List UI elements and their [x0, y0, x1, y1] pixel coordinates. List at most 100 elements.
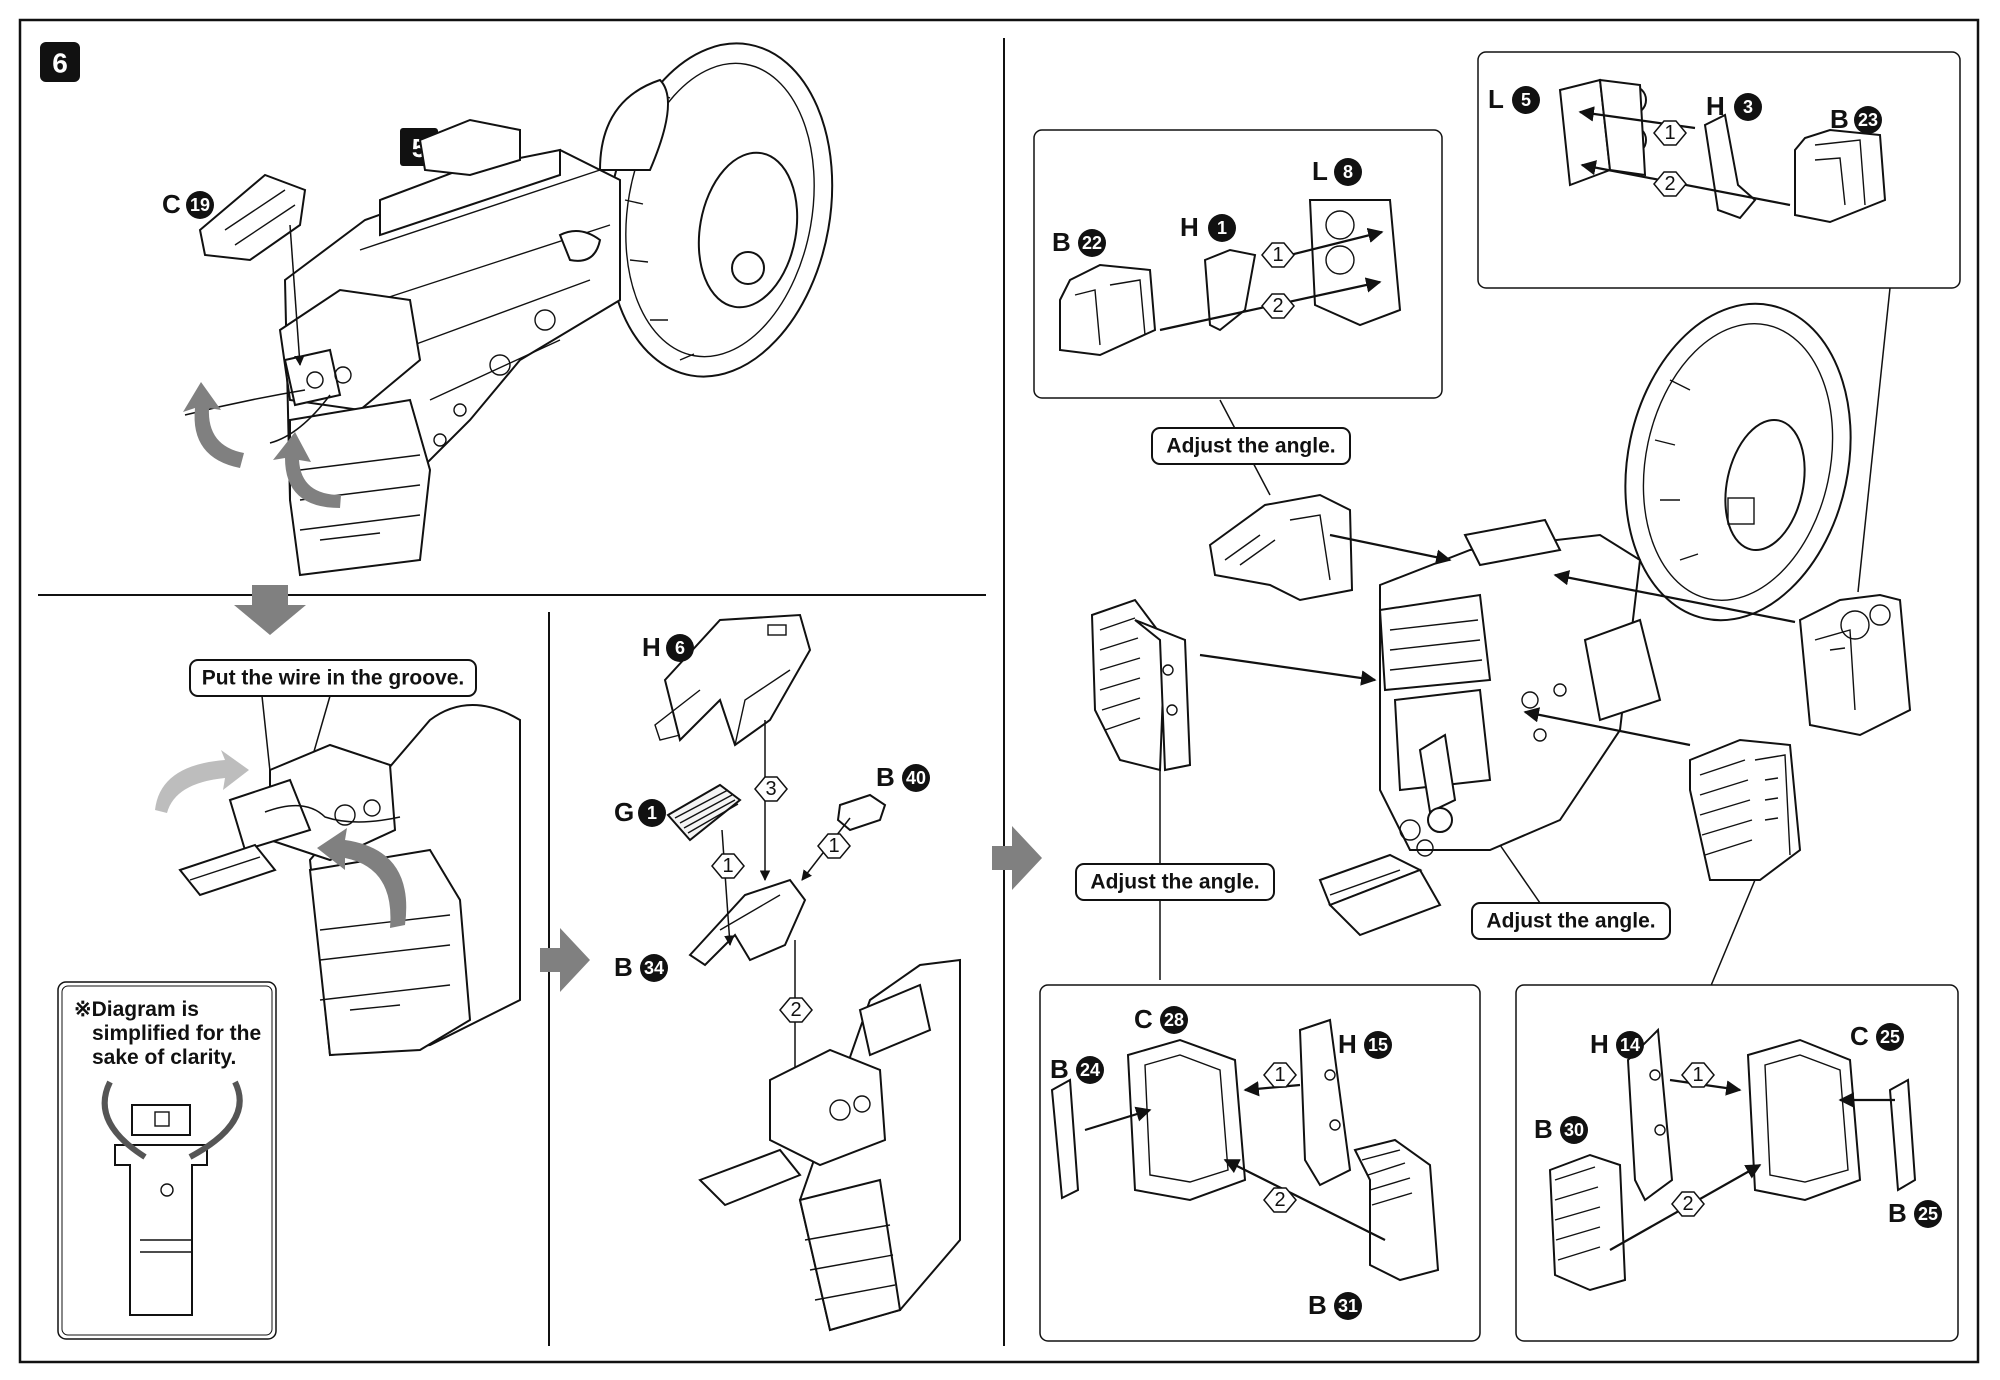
step-number: 6	[52, 48, 68, 79]
down-arrow	[234, 585, 306, 635]
svg-text:simplified for the: simplified for the	[92, 1022, 261, 1045]
svg-text:5: 5	[1521, 90, 1531, 110]
label-g1: G 1	[614, 797, 666, 827]
step-marker-3: 3	[754, 776, 788, 802]
svg-text:H: H	[1180, 212, 1199, 242]
label-b34: B 34	[614, 952, 668, 982]
part-c19-piece	[198, 173, 307, 262]
svg-text:B: B	[1534, 1114, 1553, 1144]
svg-text:B: B	[1830, 104, 1849, 134]
label-h15: H 15	[1338, 1029, 1392, 1059]
svg-text:14: 14	[1620, 1035, 1640, 1055]
svg-text:15: 15	[1368, 1035, 1388, 1055]
svg-text:23: 23	[1858, 110, 1878, 130]
callout-adjust-angle-1: Adjust the angle.	[1151, 427, 1351, 465]
step-marker-1b: 1	[817, 833, 851, 859]
arrow-c19-insert	[289, 224, 305, 367]
curved-arrow-left	[183, 382, 244, 468]
detail-box-top-right	[1477, 51, 1961, 289]
svg-text:1: 1	[1274, 1064, 1285, 1086]
detail-box-bottom-left	[1039, 984, 1481, 1342]
label-h1: H 1	[1180, 212, 1236, 242]
curved-arrow-dark	[317, 828, 407, 928]
svg-text:30: 30	[1564, 1120, 1584, 1140]
step-marker-box4-1: 1	[1681, 1062, 1715, 1088]
svg-text:L: L	[1488, 84, 1504, 114]
svg-text:1: 1	[647, 803, 657, 823]
label-b30: B 30	[1534, 1114, 1588, 1144]
arrow-step1-g	[721, 829, 735, 947]
svg-text:Adjust the angle.: Adjust the angle.	[1090, 871, 1259, 894]
svg-text:22: 22	[1082, 233, 1102, 253]
label-b25: B 25	[1888, 1198, 1942, 1228]
outer-frame	[18, 18, 1980, 1364]
exploded-fins-left	[1090, 598, 1192, 772]
label-l8: L 8	[1312, 156, 1362, 186]
label-b23: B 23	[1830, 104, 1882, 134]
part-g1-piece	[666, 783, 742, 842]
svg-text:1: 1	[722, 855, 733, 877]
label-b22: B 22	[1052, 227, 1106, 257]
svg-text:G: G	[614, 797, 634, 827]
step-number-badge: 6	[40, 42, 80, 82]
svg-text:1: 1	[1664, 122, 1675, 144]
main-assembly-right	[1318, 302, 1852, 937]
head-assembly-body	[698, 958, 961, 1332]
svg-text:2: 2	[790, 999, 801, 1021]
label-c19: C 19	[162, 189, 214, 219]
svg-text:3: 3	[1743, 97, 1753, 117]
svg-text:6: 6	[675, 638, 685, 658]
label-h14: H 14	[1590, 1029, 1644, 1059]
svg-text:L: L	[1312, 156, 1328, 186]
svg-text:40: 40	[906, 768, 926, 788]
svg-text:H: H	[1706, 91, 1725, 121]
arrow-assembly-4	[1523, 707, 1691, 747]
svg-text:19: 19	[190, 195, 210, 215]
svg-text:Adjust the angle.: Adjust the angle.	[1486, 910, 1655, 933]
step-marker-box2-2: 2	[1653, 171, 1687, 197]
step-marker-box2-1: 1	[1653, 120, 1687, 146]
svg-text:1: 1	[1272, 244, 1283, 266]
label-b40: B 40	[876, 762, 930, 792]
exploded-part-top-left	[1208, 493, 1354, 602]
part-b34-piece	[688, 878, 807, 967]
svg-text:3: 3	[765, 778, 776, 800]
step-marker-box1-2: 2	[1261, 293, 1295, 319]
step-marker-1a: 1	[711, 853, 745, 879]
wire-detail-illustration	[178, 704, 521, 1057]
svg-text:Adjust the angle.: Adjust the angle.	[1166, 435, 1335, 458]
callout-adjust-angle-2: Adjust the angle.	[1075, 863, 1275, 901]
label-b24: B 24	[1050, 1054, 1104, 1084]
arrow-assembly-1	[1329, 533, 1452, 565]
step-marker-2a: 2	[779, 997, 813, 1023]
step-marker-box4-2: 2	[1671, 1191, 1705, 1217]
svg-text:31: 31	[1338, 1296, 1358, 1316]
svg-text:H: H	[1338, 1029, 1357, 1059]
svg-text:24: 24	[1080, 1060, 1100, 1080]
curved-arrow-right	[273, 432, 341, 508]
svg-text:B: B	[1050, 1054, 1069, 1084]
leader-box2	[1857, 287, 1891, 593]
svg-text:C: C	[1850, 1021, 1869, 1051]
svg-text:28: 28	[1164, 1010, 1184, 1030]
svg-text:2: 2	[1272, 295, 1283, 317]
label-b31: B 31	[1308, 1290, 1362, 1320]
right-arrow-2	[992, 826, 1042, 890]
label-l5: L 5	[1488, 84, 1540, 114]
svg-text:H: H	[1590, 1029, 1609, 1059]
label-h3: H 3	[1706, 91, 1762, 121]
svg-text:B: B	[1052, 227, 1071, 257]
svg-text:sake of clarity.: sake of clarity.	[92, 1046, 236, 1069]
main-body-illustration-top	[184, 42, 834, 577]
exploded-fins-right	[1689, 738, 1802, 881]
curved-arrow-light	[155, 750, 249, 813]
part-h6-piece	[654, 613, 812, 747]
detail-box-top-left	[1033, 129, 1443, 399]
svg-text:1: 1	[828, 835, 839, 857]
svg-text:Put the wire in the groove.: Put the wire in the groove.	[202, 667, 465, 690]
svg-text:2: 2	[1664, 173, 1675, 195]
detail-box-bottom-right	[1515, 984, 1959, 1342]
svg-text:8: 8	[1343, 162, 1353, 182]
exploded-part-top-right	[1798, 593, 1912, 737]
